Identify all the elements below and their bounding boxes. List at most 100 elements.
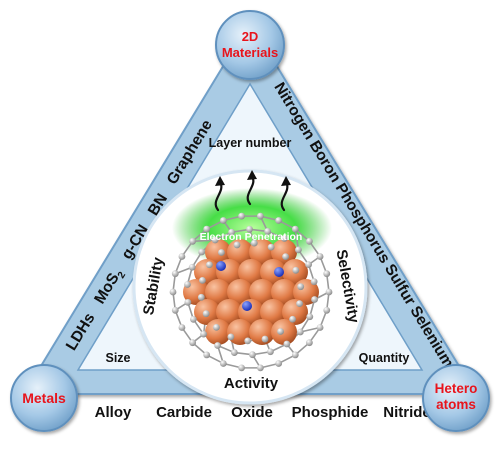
cage-atom — [238, 212, 245, 220]
metal-core-ball — [249, 279, 275, 305]
cage-atom — [228, 228, 235, 236]
node-heteroatoms-line2: atoms — [436, 397, 476, 412]
corner-label-quantity: Quantity — [359, 351, 410, 365]
bottom-edge-labels: Alloy Carbide Oxide Phosphide Nitride — [95, 404, 431, 421]
cage-atom — [291, 351, 299, 359]
cage-atom — [305, 339, 313, 347]
node-heteroatoms: Hetero atoms — [422, 364, 490, 432]
node-metals-label: Metals — [22, 390, 66, 406]
cage-atom — [310, 278, 318, 286]
cage-atom — [190, 315, 197, 323]
dopant-atom — [274, 267, 284, 277]
cage-atom — [214, 342, 222, 349]
cage-atoms — [169, 212, 333, 372]
cage-atom — [203, 351, 211, 359]
metal-core-ball — [271, 239, 297, 265]
cage-atom — [178, 324, 186, 331]
cage-atom — [311, 296, 318, 303]
cage-atom — [238, 364, 245, 372]
electron-arrowheads — [215, 170, 291, 186]
cage-atom — [206, 261, 213, 269]
cage-atom — [296, 328, 304, 336]
cage-atom — [184, 281, 191, 288]
cage-atom — [316, 253, 324, 260]
cage-bond — [192, 239, 216, 243]
cage-atom — [323, 306, 331, 314]
metal-core-ball — [249, 319, 275, 345]
cage-atom — [282, 253, 289, 261]
bottom-edge-item-alloy: Alloy — [95, 404, 132, 421]
cage-atom — [257, 212, 264, 220]
cage-atom — [211, 236, 219, 244]
cage-atom — [197, 293, 205, 301]
cage-atom — [249, 351, 256, 359]
cage-atom — [219, 360, 227, 367]
corner-label-size: Size — [105, 351, 130, 365]
metal-core-ball — [205, 279, 231, 305]
cage-atom — [169, 288, 177, 296]
bottom-edge-item-nitride: Nitride — [383, 404, 431, 421]
cage-atom — [171, 306, 179, 314]
cage-atom — [267, 348, 274, 356]
bottom-edge-item-oxide: Oxide — [231, 404, 273, 421]
cage-atom — [316, 324, 324, 331]
cage-atom — [275, 217, 283, 224]
cage-atom — [305, 237, 313, 245]
cage-atom — [250, 239, 258, 247]
cage-atom — [305, 261, 312, 269]
cage-atom — [202, 310, 210, 318]
cage-atom — [292, 266, 300, 274]
dopant-atom — [242, 301, 252, 311]
cage-atom — [227, 333, 235, 341]
cage-atom — [246, 225, 253, 233]
cage-bond — [294, 228, 300, 250]
node-heteroatoms-line1: Hetero — [435, 381, 478, 396]
cage-atom — [280, 235, 288, 242]
catalyst-illustration: Electron Penetration Stability Selectivi… — [132, 169, 368, 405]
cage-atom — [198, 248, 206, 256]
bottom-edge-item-phosphide: Phosphide — [292, 404, 369, 421]
cage-atom — [219, 217, 227, 224]
cage-atom — [261, 335, 269, 343]
node-metals: Metals — [10, 364, 78, 432]
node-2d-materials-line1: 2D — [242, 29, 259, 44]
cage-atom — [188, 263, 196, 271]
corner-label-layer-number: Layer number — [209, 136, 292, 150]
cage-atom — [199, 276, 206, 284]
metal-core-ball — [271, 319, 297, 345]
cage-atom — [230, 349, 238, 356]
cage-atom — [200, 330, 208, 338]
cage-atom — [325, 288, 333, 296]
cage-atom — [203, 225, 211, 233]
cage-atom — [291, 225, 299, 233]
cage-atom — [233, 241, 241, 249]
metal-core-ball — [216, 299, 242, 325]
cage-atom — [283, 340, 291, 348]
cage-atom — [218, 249, 225, 256]
cage-atom — [189, 339, 197, 347]
cage-atom — [277, 328, 284, 335]
cage-atom — [297, 283, 305, 291]
metal-core-ball — [227, 239, 253, 265]
cage-atom — [323, 270, 331, 278]
cage-atom — [257, 364, 264, 372]
cage-atom — [213, 323, 220, 331]
metal-core-ball — [205, 239, 231, 265]
cage-atom — [184, 298, 192, 306]
electron-penetration-label: Electron Penetration — [200, 231, 303, 243]
circle-label-activity: Activity — [224, 375, 279, 392]
cage-atom — [294, 246, 302, 254]
cage-atom — [306, 313, 314, 321]
cage-atom — [171, 270, 179, 278]
cage-atom — [178, 253, 186, 260]
node-2d-materials-line2: Materials — [222, 45, 278, 60]
cage-atom — [267, 243, 275, 251]
cage-atom — [264, 228, 272, 235]
cage-atom — [296, 300, 303, 308]
cage-atom — [289, 315, 296, 323]
cage-atom — [275, 360, 283, 367]
metal-core-ball — [260, 299, 286, 325]
metal-core-ball — [227, 279, 253, 305]
metal-core-ball — [238, 259, 264, 285]
